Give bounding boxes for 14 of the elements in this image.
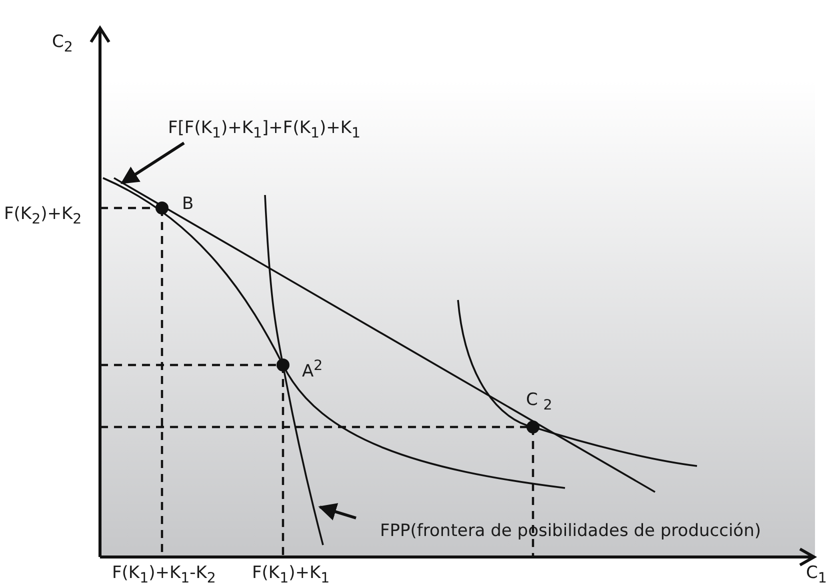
production-frontier-curve	[264, 194, 324, 546]
tick-label: F(K$_{2}$)+K$_{2}$	[4, 204, 82, 228]
leader-arrow	[120, 142, 185, 184]
point-label: C $_{2}$	[526, 390, 552, 414]
point-label: B	[182, 194, 194, 214]
tick-label: F(K$_{1}$)+K$_{1}$-K$_{2}$	[112, 563, 216, 586]
axis-label: C$_{1}$	[806, 563, 827, 586]
tick-label: F(K$_{1}$)+K$_{1}$	[252, 563, 330, 586]
budget-line	[114, 177, 656, 493]
leader-arrow	[318, 503, 356, 520]
axis-label: C$_{2}$	[52, 32, 73, 56]
point-label: A$^{2}$	[302, 358, 323, 382]
annotation-text: FPP(frontera de posibilidades de producción)	[380, 521, 761, 542]
annotation-text: F[F(K$_{1}$)+K$_{1}$]+F(K$_{1}$)+K$_{1}$	[168, 118, 361, 142]
